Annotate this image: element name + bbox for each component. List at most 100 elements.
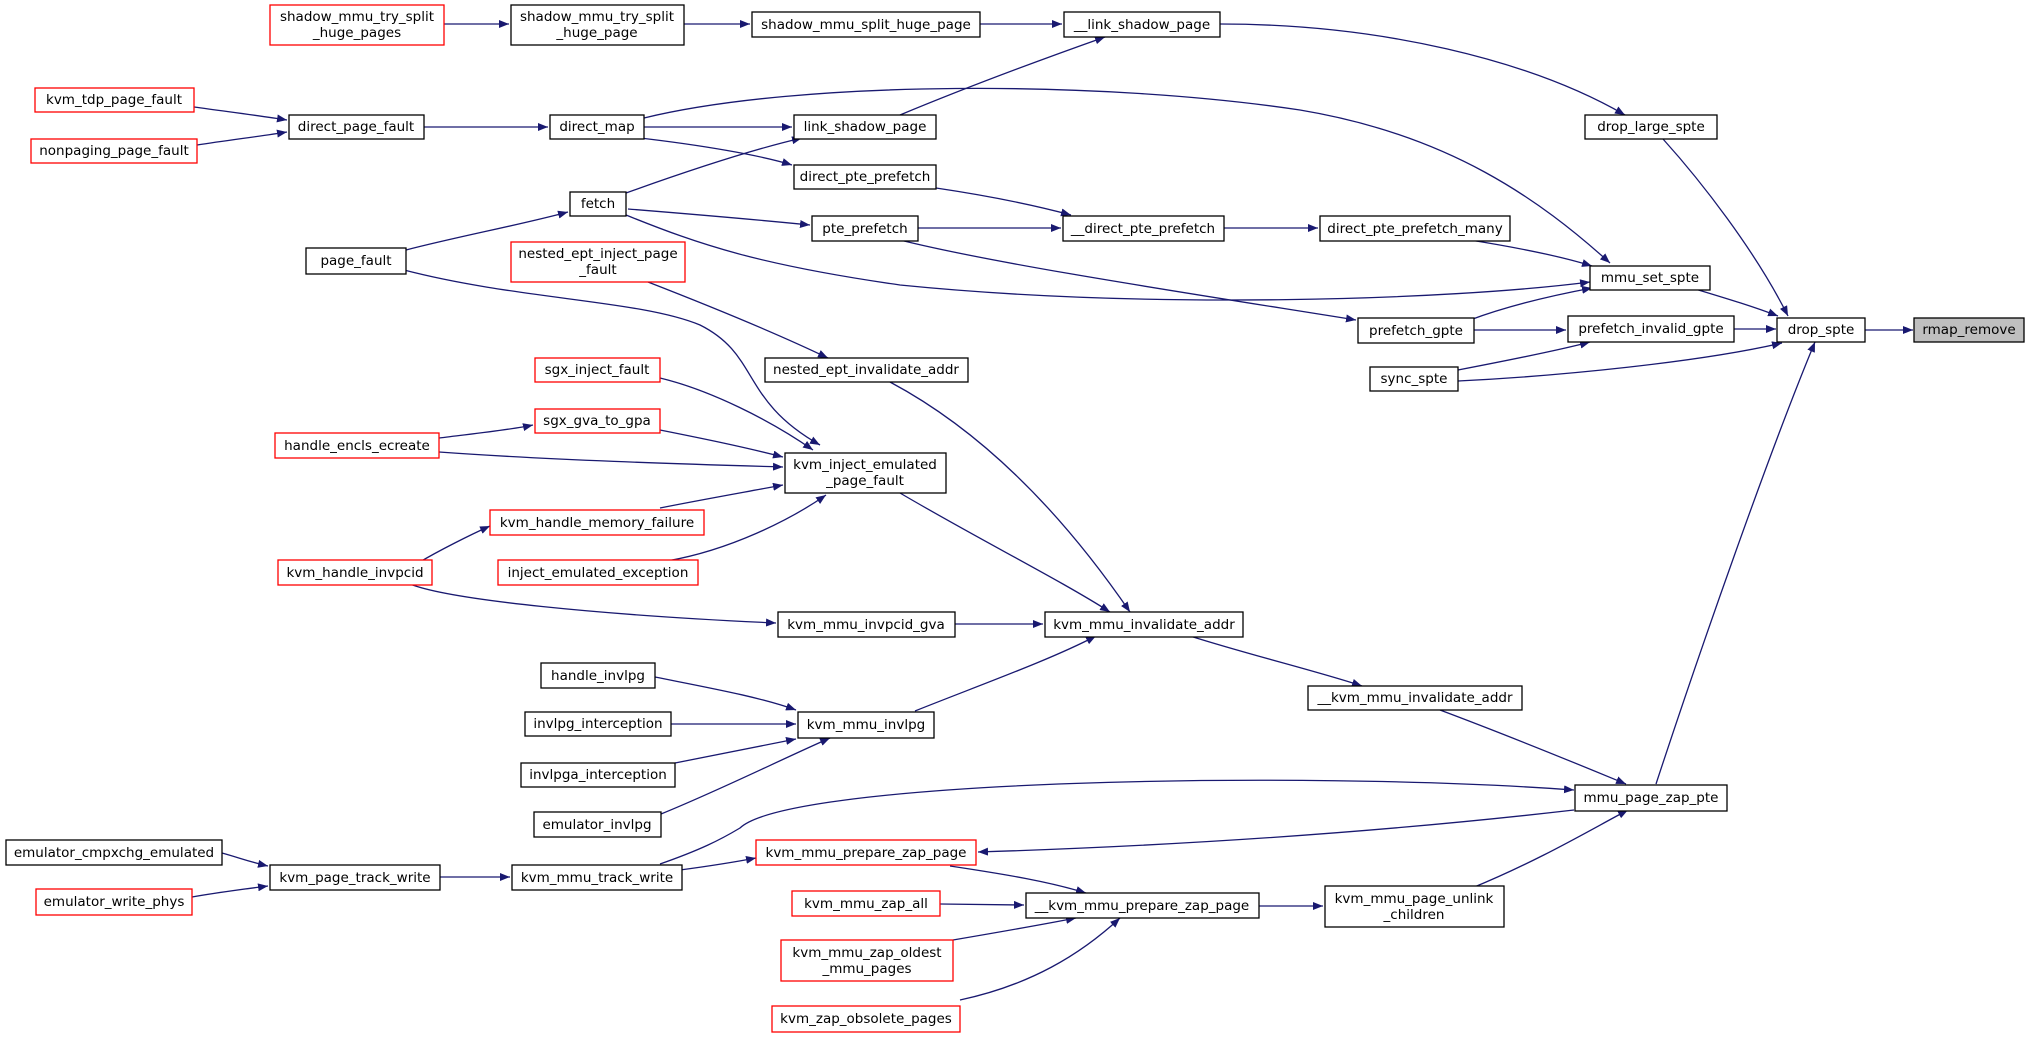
node-kvm_mmu_prepare_zap_page[interactable]: kvm_mmu_prepare_zap_page bbox=[755, 839, 977, 866]
node-label: emulator_write_phys bbox=[44, 894, 185, 910]
node-shadow_mmu_split_huge_page[interactable]: shadow_mmu_split_huge_page bbox=[751, 11, 981, 38]
node-label: direct_pte_prefetch_many bbox=[1327, 221, 1502, 237]
node-kvm_mmu_track_write[interactable]: kvm_mmu_track_write bbox=[511, 864, 683, 891]
edge-kvm_tdp_page_fault-direct_page_fault bbox=[193, 106, 288, 123]
node-label: kvm_handle_memory_failure bbox=[500, 515, 694, 531]
node-kvm_handle_invpcid[interactable]: kvm_handle_invpcid bbox=[277, 559, 433, 586]
node-inject_emulated_exception[interactable]: inject_emulated_exception bbox=[497, 559, 699, 586]
node-label-line2: _huge_pages bbox=[312, 25, 401, 41]
node-kvm_mmu_zap_oldest_mmu_pages[interactable]: kvm_mmu_zap_oldest_mmu_pages bbox=[780, 939, 954, 982]
node-invlpg_interception[interactable]: invlpg_interception bbox=[524, 711, 672, 737]
node-kvm_page_track_write[interactable]: kvm_page_track_write bbox=[269, 864, 441, 891]
node-drop_spte[interactable]: drop_spte bbox=[1776, 317, 1866, 343]
edge-inject_emulated_exception-kvm_inject_emulated_page_fault bbox=[666, 494, 827, 562]
node-kvm_tdp_page_fault[interactable]: kvm_tdp_page_fault bbox=[34, 87, 195, 113]
edge-page_fault-kvm_inject_emulated_page_fault bbox=[403, 269, 821, 446]
node-label: sgx_gva_to_gpa bbox=[543, 413, 651, 429]
node-mmu_page_zap_pte[interactable]: mmu_page_zap_pte bbox=[1574, 784, 1728, 812]
edge-sgx_inject_fault-kvm_inject_emulated_page_fault bbox=[659, 377, 814, 451]
edge-fetch-pte_prefetch bbox=[627, 208, 811, 228]
edge-direct_pte_prefetch-__direct_pte_prefetch bbox=[935, 187, 1072, 217]
node-shadow_mmu_try_split_huge_page[interactable]: shadow_mmu_try_split_huge_page bbox=[510, 4, 685, 46]
node-label: page_fault bbox=[320, 253, 391, 269]
edge-__link_shadow_page-drop_large_spte bbox=[1219, 23, 1626, 116]
node-rmap_remove[interactable]: rmap_remove bbox=[1913, 317, 2025, 343]
edge-direct_map-direct_pte_prefetch bbox=[639, 137, 793, 166]
edge-mmu_page_zap_pte-drop_spte bbox=[1655, 341, 1816, 785]
node-nested_ept_inject_page_fault[interactable]: nested_ept_inject_page_fault bbox=[510, 241, 686, 283]
node-kvm_handle_memory_failure[interactable]: kvm_handle_memory_failure bbox=[489, 509, 705, 536]
edge-kvm_zap_obsolete_pages-__kvm_mmu_prepare_zap_page bbox=[959, 917, 1121, 1001]
node-__direct_pte_prefetch[interactable]: __direct_pte_prefetch bbox=[1062, 215, 1225, 242]
node-link_shadow_page[interactable]: link_shadow_page bbox=[793, 114, 937, 140]
node-direct_page_fault[interactable]: direct_page_fault bbox=[288, 114, 425, 140]
edge-drop_large_spte-drop_spte bbox=[1662, 138, 1789, 317]
node-direct_map[interactable]: direct_map bbox=[549, 114, 645, 140]
node-direct_pte_prefetch_many[interactable]: direct_pte_prefetch_many bbox=[1319, 215, 1511, 242]
node-page_fault[interactable]: page_fault bbox=[305, 247, 407, 275]
node-label: prefetch_gpte bbox=[1369, 323, 1463, 339]
node-label: invlpga_interception bbox=[529, 767, 667, 783]
edge-fetch-mmu_set_spte bbox=[625, 214, 1591, 301]
node-emulator_invlpg[interactable]: emulator_invlpg bbox=[533, 811, 662, 838]
edge-nonpaging_page_fault-direct_page_fault bbox=[196, 129, 288, 146]
node-mmu_set_spte[interactable]: mmu_set_spte bbox=[1589, 265, 1711, 291]
node-invlpga_interception[interactable]: invlpga_interception bbox=[520, 762, 676, 788]
edge-pte_prefetch-prefetch_gpte bbox=[899, 239, 1357, 323]
node-label: emulator_invlpg bbox=[542, 817, 651, 833]
node-kvm_mmu_zap_all[interactable]: kvm_mmu_zap_all bbox=[791, 890, 941, 917]
node-label: prefetch_invalid_gpte bbox=[1578, 321, 1723, 337]
edge-emulator_write_phys-kvm_page_track_write bbox=[191, 883, 269, 898]
edge-nested_ept_invalidate_addr-kvm_mmu_invalidate_addr bbox=[889, 381, 1131, 613]
node-kvm_mmu_invalidate_addr[interactable]: kvm_mmu_invalidate_addr bbox=[1044, 611, 1244, 638]
node-kvm_inject_emulated_page_fault[interactable]: kvm_inject_emulated_page_fault bbox=[784, 452, 947, 494]
node-label: __kvm_mmu_prepare_zap_page bbox=[1034, 898, 1250, 914]
edge-sync_spte-prefetch_invalid_gpte bbox=[1457, 340, 1591, 371]
node-__kvm_mmu_prepare_zap_page[interactable]: __kvm_mmu_prepare_zap_page bbox=[1025, 892, 1260, 919]
node-kvm_mmu_invlpg[interactable]: kvm_mmu_invlpg bbox=[797, 711, 935, 739]
node-label-line2: _mmu_pages bbox=[821, 961, 911, 977]
node-label: kvm_mmu_invalidate_addr bbox=[1053, 617, 1235, 633]
edge-__kvm_mmu_invalidate_addr-mmu_page_zap_pte bbox=[1439, 709, 1627, 785]
node-kvm_zap_obsolete_pages[interactable]: kvm_zap_obsolete_pages bbox=[771, 1005, 961, 1033]
node-label-line1: shadow_mmu_try_split bbox=[280, 9, 434, 25]
node-label-line1: kvm_mmu_page_unlink bbox=[1335, 891, 1494, 907]
node-sync_spte[interactable]: sync_spte bbox=[1369, 366, 1459, 392]
node-kvm_mmu_invpcid_gva[interactable]: kvm_mmu_invpcid_gva bbox=[777, 611, 956, 638]
edge-sgx_gva_to_gpa-kvm_inject_emulated_page_fault bbox=[659, 429, 784, 459]
node-nested_ept_invalidate_addr[interactable]: nested_ept_invalidate_addr bbox=[764, 357, 969, 383]
node-__link_shadow_page[interactable]: __link_shadow_page bbox=[1063, 11, 1221, 38]
edge-fetch-link_shadow_page bbox=[625, 136, 803, 194]
node-sgx_inject_fault[interactable]: sgx_inject_fault bbox=[534, 357, 661, 383]
node-kvm_mmu_page_unlink_children[interactable]: kvm_mmu_page_unlink_children bbox=[1324, 885, 1505, 928]
node-sgx_gva_to_gpa[interactable]: sgx_gva_to_gpa bbox=[534, 408, 661, 434]
node-prefetch_invalid_gpte[interactable]: prefetch_invalid_gpte bbox=[1567, 315, 1735, 343]
edge-kvm_handle_invpcid-kvm_mmu_invpcid_gva bbox=[409, 583, 777, 627]
node-label: __direct_pte_prefetch bbox=[1070, 221, 1215, 237]
node-label: __kvm_mmu_invalidate_addr bbox=[1316, 690, 1512, 706]
edge-sync_spte-drop_spte bbox=[1457, 341, 1783, 382]
node-pte_prefetch[interactable]: pte_prefetch bbox=[811, 215, 919, 242]
edge-kvm_mmu_prepare_zap_page-__kvm_mmu_prepare_zap_page bbox=[949, 865, 1087, 894]
node-drop_large_spte[interactable]: drop_large_spte bbox=[1584, 114, 1718, 140]
node-prefetch_gpte[interactable]: prefetch_gpte bbox=[1357, 317, 1475, 344]
node-fetch[interactable]: fetch bbox=[569, 191, 627, 217]
edge-kvm_inject_emulated_page_fault-kvm_mmu_invalidate_addr bbox=[899, 492, 1111, 613]
node-__kvm_mmu_invalidate_addr[interactable]: __kvm_mmu_invalidate_addr bbox=[1307, 685, 1523, 711]
node-handle_invlpg[interactable]: handle_invlpg bbox=[540, 662, 656, 689]
node-direct_pte_prefetch[interactable]: direct_pte_prefetch bbox=[793, 164, 937, 190]
node-handle_encls_ecreate[interactable]: handle_encls_ecreate bbox=[274, 432, 440, 459]
node-nonpaging_page_fault[interactable]: nonpaging_page_fault bbox=[30, 138, 198, 164]
edge-handle_invlpg-kvm_mmu_invlpg bbox=[654, 676, 797, 711]
node-label: kvm_handle_invpcid bbox=[286, 565, 423, 581]
node-label: pte_prefetch bbox=[822, 221, 907, 237]
node-shadow_mmu_try_split_huge_pages[interactable]: shadow_mmu_try_split_huge_pages bbox=[269, 4, 445, 46]
node-label: direct_page_fault bbox=[298, 119, 414, 135]
node-label: sync_spte bbox=[1381, 371, 1448, 387]
node-label: kvm_zap_obsolete_pages bbox=[780, 1011, 952, 1027]
node-emulator_cmpxchg_emulated[interactable]: emulator_cmpxchg_emulated bbox=[5, 839, 223, 866]
node-label: nested_ept_invalidate_addr bbox=[773, 362, 959, 378]
node-label-line1: kvm_mmu_zap_oldest bbox=[792, 945, 941, 961]
node-emulator_write_phys[interactable]: emulator_write_phys bbox=[35, 888, 193, 916]
